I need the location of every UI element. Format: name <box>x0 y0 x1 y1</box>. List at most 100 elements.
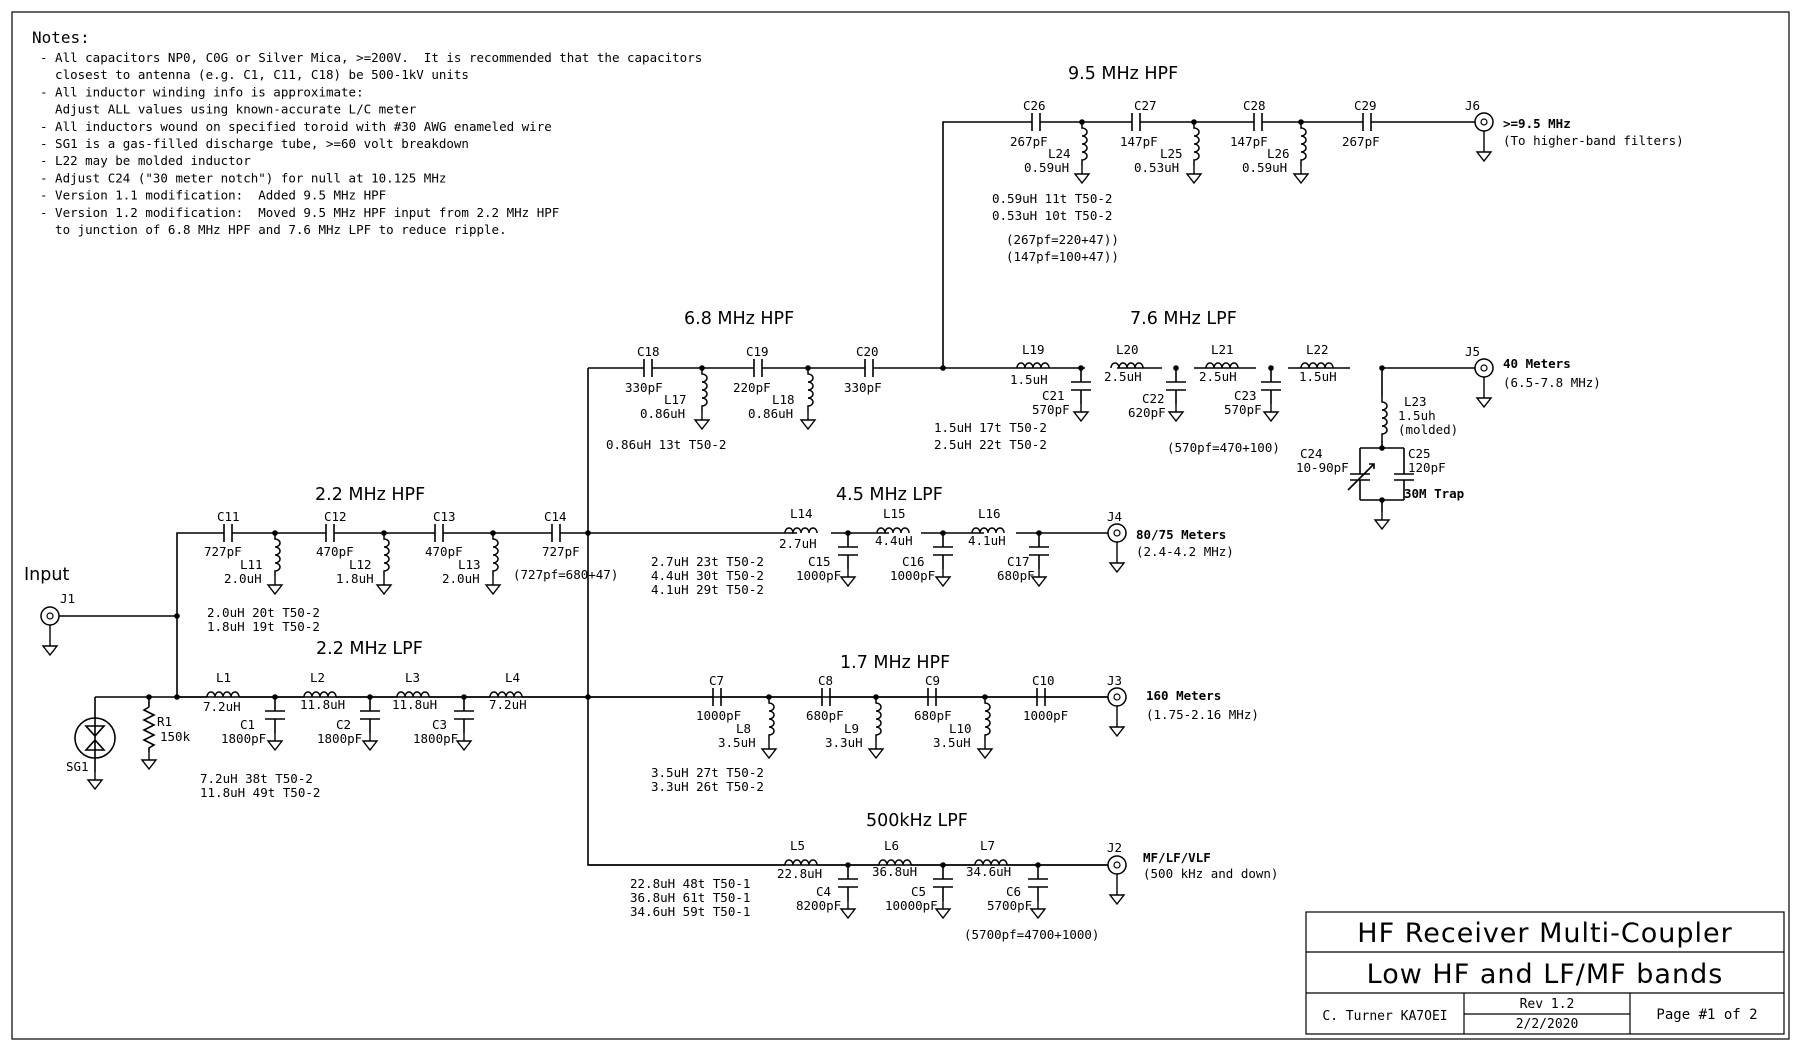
c28-value: 147pF <box>1230 134 1268 149</box>
c4-value: 8200pF <box>796 898 841 913</box>
l25-value: 0.53uH <box>1134 160 1179 175</box>
svg-text:C21: C21 <box>1042 388 1065 403</box>
svg-text:C29: C29 <box>1354 98 1377 113</box>
c19-value: 220pF <box>733 380 771 395</box>
svg-text:L6: L6 <box>884 838 899 853</box>
l5-value: 22.8uH <box>777 866 822 881</box>
svg-text:L17: L17 <box>664 392 687 407</box>
c22-value: 620pF <box>1128 405 1166 420</box>
note-line: - All capacitors NP0, C0G or Silver Mica… <box>40 50 702 65</box>
l16-value: 4.1uH <box>968 533 1006 548</box>
section-title-6-8-hpf: 6.8 MHz HPF <box>684 309 794 329</box>
output-band-j2: MF/LF/VLF <box>1143 850 1211 865</box>
winding-9-5-a: 0.59uH 11t T50-2 <box>992 191 1112 206</box>
l20-value: 2.5uH <box>1104 369 1142 384</box>
c14-value: 727pF <box>542 544 580 559</box>
svg-text:C2: C2 <box>336 717 351 732</box>
winding-500k-a: 22.8uH 48t T50-1 <box>630 876 750 891</box>
c15-value: 1000pF <box>796 568 841 583</box>
output-band-j6: >=9.5 MHz <box>1503 116 1571 131</box>
c1-value: 1800pF <box>221 731 266 746</box>
svg-text:L16: L16 <box>978 506 1001 521</box>
svg-text:J5: J5 <box>1465 344 1480 359</box>
section-title-1-7-hpf: 1.7 MHz HPF <box>840 653 950 673</box>
winding-9-5-b: 0.53uH 10t T50-2 <box>992 208 1112 223</box>
l11-value: 2.0uH <box>224 571 262 586</box>
winding-2-2-lpf-b: 11.8uH 49t T50-2 <box>200 785 320 800</box>
winding-9-5-c: (267pf=220+47)) <box>1006 232 1119 247</box>
l1-value: 7.2uH <box>203 699 241 714</box>
note-line: - All inductor winding info is approxima… <box>40 84 364 99</box>
l17-value: 0.86uH <box>640 406 685 421</box>
note-line: - SG1 is a gas-filled discharge tube, >=… <box>40 136 469 151</box>
note-line: - All inductors wound on specified toroi… <box>40 119 552 134</box>
l12-value: 1.8uH <box>336 571 374 586</box>
c9-value: 680pF <box>914 708 952 723</box>
winding-500k-c: 34.6uH 59t T50-1 <box>630 904 750 919</box>
svg-text:L7: L7 <box>980 838 995 853</box>
c5-value: 10000pF <box>885 898 938 913</box>
svg-text:L10: L10 <box>949 721 972 736</box>
winding-7-6-b: 2.5uH 22t T50-2 <box>934 437 1047 452</box>
revision: Rev 1.2 <box>1520 997 1575 1012</box>
c17-value: 680pF <box>997 568 1035 583</box>
l6-value: 36.8uH <box>872 864 917 879</box>
section-title-7-6-lpf: 7.6 MHz LPF <box>1130 309 1237 329</box>
svg-text:C5: C5 <box>911 884 926 899</box>
output-jack-j6[interactable] <box>1474 112 1494 162</box>
l26-value: 0.59uH <box>1242 160 1287 175</box>
notes-block: Notes: - All capacitors NP0, C0G or Silv… <box>32 28 702 237</box>
svg-text:J4: J4 <box>1107 509 1122 524</box>
note-line: Adjust ALL values using known-accurate L… <box>40 102 417 117</box>
output-jack-j3[interactable] <box>1107 687 1127 737</box>
svg-text:C13: C13 <box>433 509 456 524</box>
note-line: - Adjust C24 ("30 meter notch") for null… <box>40 170 446 185</box>
svg-text:C28: C28 <box>1243 98 1266 113</box>
note-line: - Version 1.2 modification: Moved 9.5 MH… <box>40 205 559 220</box>
l19-value: 1.5uH <box>1010 372 1048 387</box>
svg-text:C27: C27 <box>1134 98 1157 113</box>
winding-4-5-a: 2.7uH 23t T50-2 <box>651 554 764 569</box>
output-jack-j4[interactable] <box>1107 523 1127 573</box>
output-band-j3: 160 Meters <box>1146 688 1221 703</box>
svg-text:L15: L15 <box>883 506 906 521</box>
l9-value: 3.3uH <box>825 735 863 750</box>
svg-text:J3: J3 <box>1107 673 1122 688</box>
input-jack[interactable] <box>40 606 60 656</box>
svg-text:SG1: SG1 <box>66 759 89 774</box>
winding-9-5-d: (147pf=100+47)) <box>1006 249 1119 264</box>
drawing-title: HF Receiver Multi-Coupler <box>1357 918 1732 949</box>
svg-text:C16: C16 <box>902 554 925 569</box>
svg-text:L23: L23 <box>1404 394 1427 409</box>
svg-text:L9: L9 <box>844 721 859 736</box>
svg-text:C26: C26 <box>1023 98 1046 113</box>
l15-value: 4.4uH <box>875 533 913 548</box>
l23-note: (molded) <box>1398 422 1458 437</box>
input-protection: Input J1 SG1 R1 150k <box>24 565 191 790</box>
winding-2-2-hpf-a: 2.0uH 20t T50-2 <box>207 605 320 620</box>
c26-value: 267pF <box>1010 134 1048 149</box>
svg-text:C23: C23 <box>1234 388 1257 403</box>
svg-text:C20: C20 <box>856 344 879 359</box>
output-jack-j5[interactable] <box>1474 358 1494 408</box>
output-range-j2: (500 kHz and down) <box>1143 866 1278 881</box>
l14-value: 2.7uH <box>779 536 817 551</box>
l18-value: 0.86uH <box>748 406 793 421</box>
svg-text:C24: C24 <box>1300 446 1323 461</box>
svg-text:J6: J6 <box>1465 98 1480 113</box>
output-jack-j2[interactable] <box>1107 855 1127 905</box>
l10-value: 3.5uH <box>933 735 971 750</box>
output-band-j5: 40 Meters <box>1503 356 1571 371</box>
sheet-border <box>11 11 1790 1040</box>
svg-text:L26: L26 <box>1267 146 1290 161</box>
c29-value: 267pF <box>1342 134 1380 149</box>
note-line: - L22 may be molded inductor <box>40 153 251 168</box>
svg-text:C14: C14 <box>544 509 567 524</box>
svg-text:L19: L19 <box>1022 342 1045 357</box>
svg-text:C10: C10 <box>1032 673 1055 688</box>
l4-value: 7.2uH <box>489 697 527 712</box>
